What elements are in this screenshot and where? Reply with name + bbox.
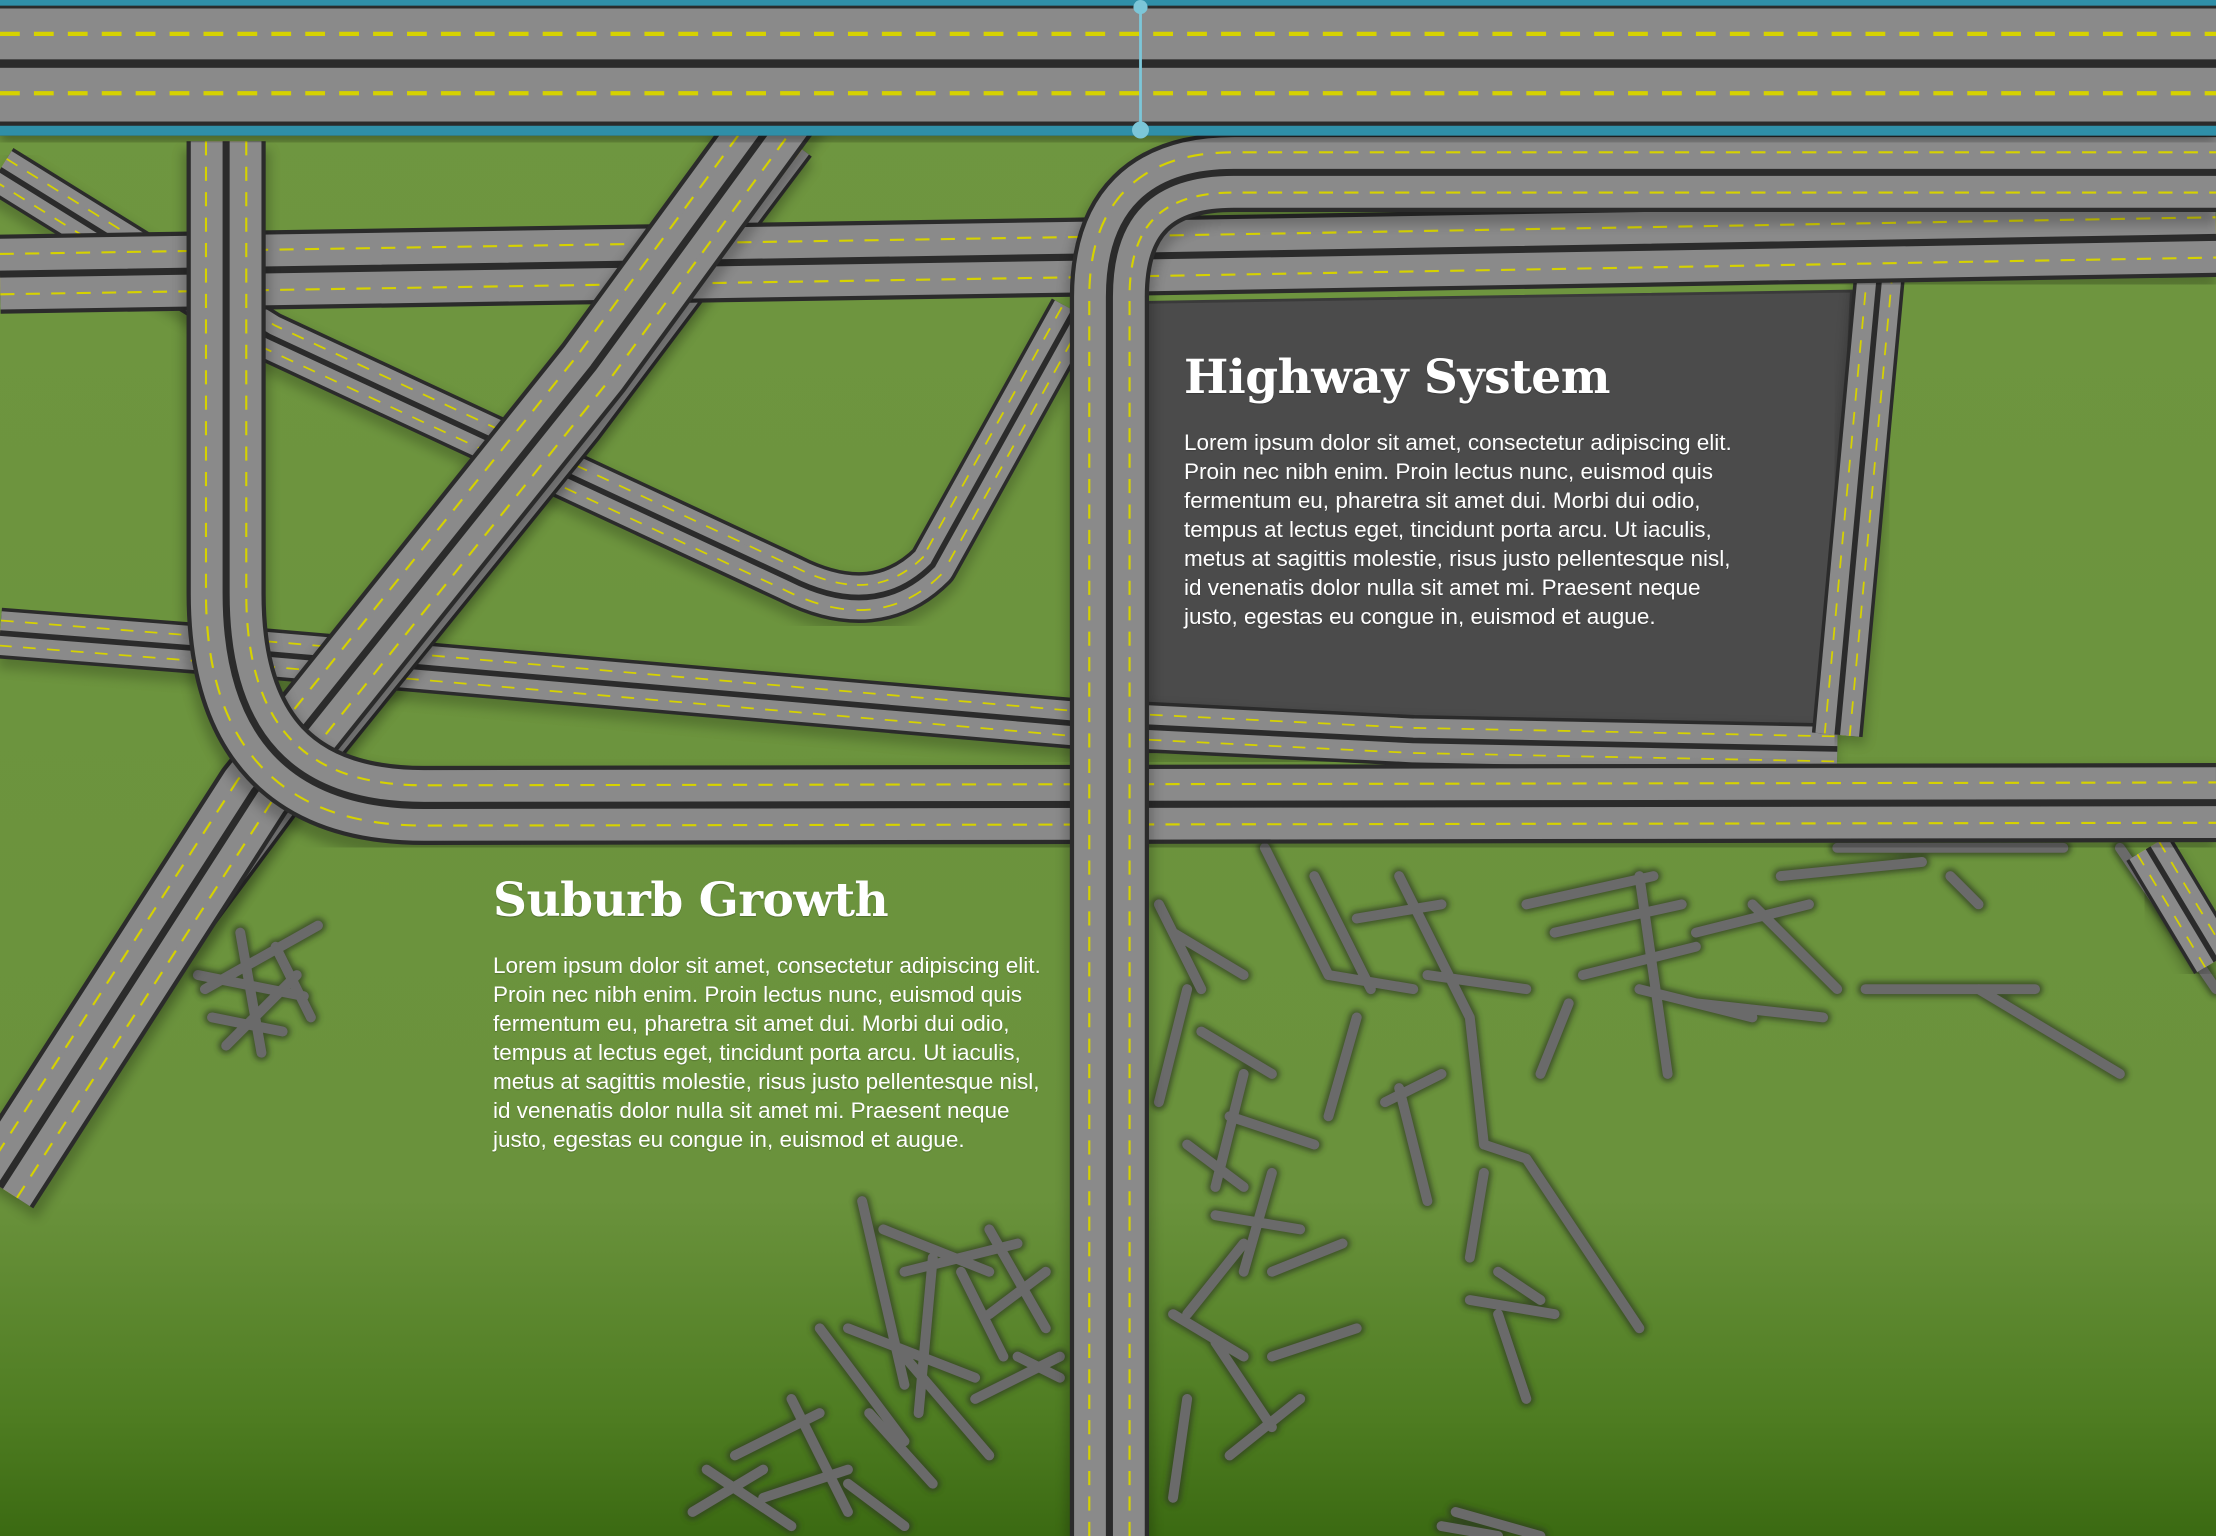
suburb-section: Suburb Growth Lorem ipsum dolor sit amet… [493, 875, 1053, 1154]
highway-info-panel [1141, 291, 1852, 752]
road-far-right [2123, 834, 2216, 983]
highway-body: Lorem ipsum dolor sit amet, consectetur … [1184, 429, 1732, 629]
suburb-title: Suburb Growth [493, 873, 889, 928]
highway-title: Highway System [1184, 350, 1610, 405]
highway-diagonal [0, 0, 898, 1220]
highway-left-curve [182, 141, 2216, 858]
highway-section: Highway System Lorem ipsum dolor sit ame… [1184, 352, 1744, 631]
elevated-highway [0, 0, 2216, 142]
suburb-streets [190, 840, 2216, 1536]
road-loop-left [0, 147, 1099, 633]
suburb-body: Lorem ipsum dolor sit amet, consectetur … [493, 952, 1041, 1152]
highway-vertical-curve [1065, 132, 2216, 1536]
